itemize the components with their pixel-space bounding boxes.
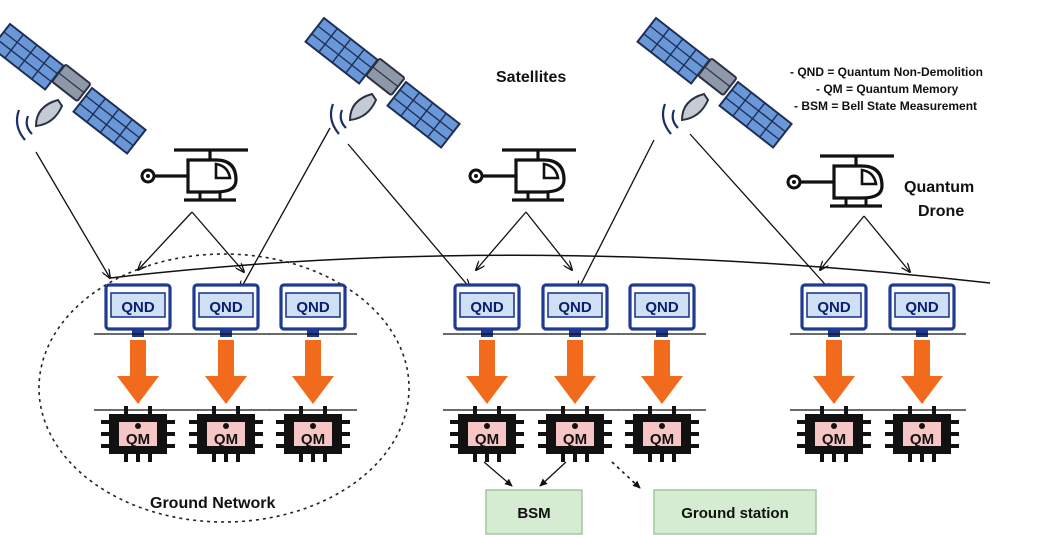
satellite-links <box>35 127 832 292</box>
qm-label: QM <box>650 431 674 448</box>
qnd-block: QND <box>628 283 696 339</box>
transfer-arrow <box>292 340 334 404</box>
horizon-line <box>109 254 991 284</box>
transfer-arrow <box>641 340 683 404</box>
ground-station-label: Ground station <box>681 505 789 522</box>
satellite-icon-3 <box>636 16 793 149</box>
qm-chip: QM <box>188 405 264 463</box>
transfer-arrow <box>205 340 247 404</box>
qnd-block: QND <box>888 283 956 339</box>
legend-item-qnd: - QND = Quantum Non-Demolition <box>790 65 983 79</box>
transfer-arrow <box>466 340 508 404</box>
node-column: QND QM <box>618 283 706 463</box>
qnd-label: QND <box>558 299 592 316</box>
legend: - QND = Quantum Non-Demolition - QM = Qu… <box>790 65 983 113</box>
qm-chip: QM <box>100 405 176 463</box>
qm-label: QM <box>214 431 238 448</box>
legend-item-qm: - QM = Quantum Memory <box>816 82 959 96</box>
satellite-icon-1 <box>0 22 147 155</box>
qnd-label: QND <box>645 299 679 316</box>
qm-chip: QM <box>624 405 700 463</box>
qnd-label: QND <box>470 299 504 316</box>
qnd-block: QND <box>104 283 172 339</box>
qnd-label: QND <box>296 299 330 316</box>
qnd-label: QND <box>121 299 155 316</box>
qnd-label: QND <box>817 299 851 316</box>
qm-chip: QM <box>537 405 613 463</box>
drone-icon-2 <box>468 148 578 202</box>
qm-chip: QM <box>449 405 525 463</box>
qnd-block: QND <box>192 283 260 339</box>
node-column: QND QM <box>94 283 182 463</box>
qnd-block: QND <box>279 283 347 339</box>
qm-label: QM <box>126 431 150 448</box>
qm-chip: QM <box>275 405 351 463</box>
ground-network-label: Ground Network <box>150 495 275 512</box>
qm-chip: QM <box>796 405 872 463</box>
transfer-arrow <box>554 340 596 404</box>
ground-station-box: Ground station <box>653 489 817 535</box>
drone-icon-3 <box>786 154 896 208</box>
transfer-arrow <box>117 340 159 404</box>
qnd-block: QND <box>541 283 609 339</box>
qnd-block: QND <box>800 283 868 339</box>
qm-chip: QM <box>884 405 960 463</box>
drone-label-line1: Quantum <box>904 179 974 196</box>
qm-label: QM <box>475 431 499 448</box>
node-column: QND QM <box>878 283 966 463</box>
node-column: QND QM <box>269 283 357 463</box>
output-links <box>483 461 641 489</box>
node-column: QND QM <box>531 283 619 463</box>
qm-label: QM <box>822 431 846 448</box>
qm-label: QM <box>563 431 587 448</box>
satellite-icon-2 <box>304 16 461 149</box>
drone-icon-1 <box>140 148 250 202</box>
bsm-box: BSM <box>485 489 583 535</box>
node-columns: QND QM QND QM QND QM QND QM QND QM QND QM QND QM QND QM <box>94 283 966 463</box>
drone-label-line2: Drone <box>918 203 964 220</box>
legend-item-bsm: - BSM = Bell State Measurement <box>794 99 977 113</box>
transfer-arrow <box>813 340 855 404</box>
qm-label: QM <box>910 431 934 448</box>
qnd-label: QND <box>905 299 939 316</box>
satellites-label: Satellites <box>496 69 566 86</box>
bsm-label: BSM <box>517 505 550 522</box>
drone-links <box>138 211 910 272</box>
ground-network-boundary <box>38 253 410 523</box>
qm-label: QM <box>301 431 325 448</box>
node-column: QND QM <box>790 283 878 463</box>
transfer-arrow <box>901 340 943 404</box>
qnd-label: QND <box>209 299 243 316</box>
qnd-block: QND <box>453 283 521 339</box>
node-column: QND QM <box>443 283 531 463</box>
node-column: QND QM <box>182 283 270 463</box>
